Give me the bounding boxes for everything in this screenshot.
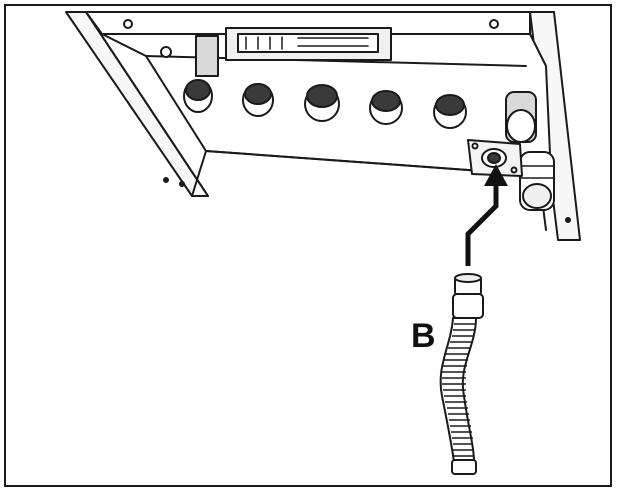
valve-assembly <box>505 91 555 211</box>
diagram-frame: B <box>4 4 612 487</box>
boiler-left-side-panel <box>65 11 209 197</box>
boiler-diagram <box>65 11 581 475</box>
pipe-connection-4 <box>369 90 403 125</box>
callout-label-b: B <box>411 317 436 355</box>
condensate-outlet <box>467 139 523 177</box>
arrow-up-icon <box>465 164 508 266</box>
pipe-connection-3 <box>304 84 340 122</box>
pipe-connection-5 <box>433 94 467 129</box>
pipe-connection-1 <box>183 79 213 113</box>
corrugated-hose-icon <box>439 273 484 475</box>
terminal-block <box>160 27 392 77</box>
pipe-connection-2 <box>242 83 274 117</box>
